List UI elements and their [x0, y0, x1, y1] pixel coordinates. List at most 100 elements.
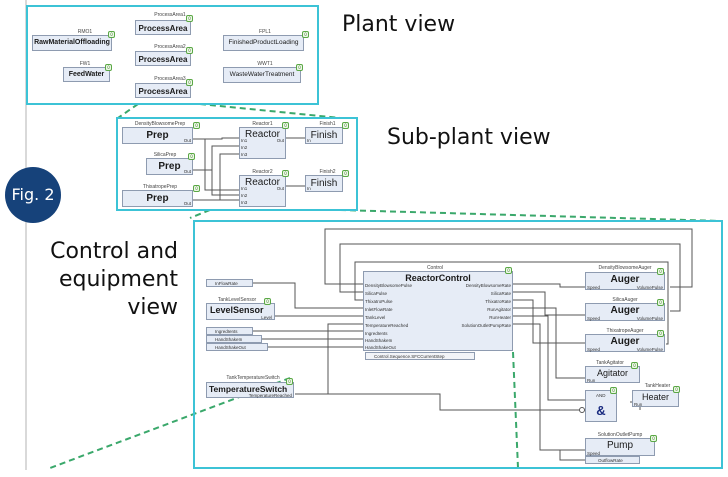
block-instance-label: SilicaPrep: [153, 152, 177, 158]
prep-block-thixatrope[interactable]: Prep Out: [122, 190, 193, 207]
callout-line: [189, 209, 211, 219]
sequence-step-tag[interactable]: Control.Sequence.SFCCurrentStep: [365, 352, 475, 360]
reactor-block-1[interactable]: Reactor In1 In2 In3 Out: [239, 127, 286, 159]
pump-outflow-tag[interactable]: OutflowRate: [585, 456, 640, 464]
level-sensor-block[interactable]: LevelSensor Level: [206, 303, 275, 320]
input-tag-handshakeout[interactable]: HandShakeOut: [206, 343, 268, 351]
block-instance-label: SolutionOutletPump: [597, 432, 643, 438]
block-badge: 0: [186, 47, 193, 54]
callout-line: [117, 103, 139, 119]
block-badge: 0: [657, 268, 664, 275]
auger-block-thixatrope[interactable]: Auger Speed VolumePulse: [585, 334, 665, 352]
control-view-panel: [193, 220, 723, 469]
wire: [354, 261, 669, 345]
prep-block-silica[interactable]: Prep Out: [146, 158, 193, 175]
block-badge: 0: [302, 31, 309, 38]
subplant-view-title: Sub-plant view: [387, 125, 551, 150]
control-view-title-line: view: [127, 295, 178, 320]
wire: [193, 153, 240, 201]
input-tag-inflowrate[interactable]: InFlowRate: [206, 279, 253, 287]
block-badge: 0: [657, 299, 664, 306]
block-instance-label: TankTemperatureSwitch: [226, 375, 280, 381]
block-instance-label: ProcessArea2: [154, 44, 186, 50]
block-badge: 0: [342, 122, 349, 129]
block-badge: 0: [282, 170, 289, 177]
finish-block-1[interactable]: Finish In: [305, 127, 343, 144]
block-badge: 0: [657, 330, 664, 337]
plant-block-process-area-1[interactable]: ProcessArea: [135, 20, 191, 35]
wire: [513, 323, 585, 451]
wire: [328, 393, 585, 411]
control-view-title-line: Control and: [50, 239, 178, 264]
block-badge: 0: [188, 153, 195, 160]
prep-block-density[interactable]: Prep Out: [122, 127, 193, 144]
block-instance-label: TankAgitator: [596, 360, 624, 366]
wire: [211, 170, 240, 196]
block-instance-label: RMO1: [77, 29, 93, 35]
plant-block-raw-material[interactable]: RawMaterialOffloading: [32, 35, 112, 51]
wire: [324, 228, 693, 288]
auger-block-silica[interactable]: Auger Speed VolumePulse: [585, 303, 665, 321]
plant-block-waste-water[interactable]: WasteWaterTreatment: [223, 67, 301, 83]
agitator-block[interactable]: Agitator Run: [585, 366, 640, 383]
block-badge: 0: [631, 362, 638, 369]
block-badge: 0: [282, 122, 289, 129]
plant-block-finished-product[interactable]: FinishedProductLoading: [223, 35, 304, 51]
left-margin-rule: [25, 0, 27, 470]
block-instance-label: DensityBlowsomePrep: [134, 121, 186, 127]
wire: [513, 307, 585, 379]
control-view-title: Control and equipment view: [20, 238, 178, 322]
wire: [193, 137, 240, 140]
wire: [193, 145, 240, 171]
block-instance-label: ThixatropePrep: [142, 184, 178, 190]
wire: [253, 282, 363, 309]
block-instance-label: DensityBlowsomeAuger: [598, 265, 652, 271]
block-badge: 0: [105, 64, 112, 71]
block-instance-label: TankLevelSensor: [217, 297, 257, 303]
plant-block-process-area-2[interactable]: ProcessArea: [135, 51, 191, 66]
block-instance-label: ThixatropeAuger: [606, 328, 644, 334]
block-badge: 0: [186, 79, 193, 86]
callout-line: [189, 102, 341, 119]
and-gate-block[interactable]: AND &: [585, 390, 617, 422]
plant-block-process-area-3[interactable]: ProcessArea: [135, 83, 191, 98]
block-instance-label: ProcessArea3: [154, 76, 186, 82]
block-badge: 0: [108, 31, 115, 38]
wire: [339, 243, 681, 312]
block-instance-label: Finish2: [319, 169, 336, 175]
wire: [513, 315, 585, 401]
block-badge: 0: [296, 64, 303, 71]
invert-bubble: [579, 407, 585, 413]
wire: [513, 299, 585, 344]
block-instance-label: WWT1: [257, 61, 273, 67]
temperature-switch-block[interactable]: TemperatureSwitch TemperatureReached: [206, 382, 294, 398]
input-tag-handshakein[interactable]: HandShakeIn: [206, 335, 262, 343]
control-view-title-line: equipment: [58, 267, 178, 292]
heater-block[interactable]: Heater Run: [632, 390, 679, 407]
callout-line: [339, 209, 723, 222]
block-instance-label: Finish1: [319, 121, 336, 127]
finish-block-2[interactable]: Finish In: [305, 175, 343, 192]
block-badge: 0: [264, 298, 271, 305]
auger-block-density[interactable]: Auger Speed VolumePulse: [585, 272, 665, 290]
reactor-block-2[interactable]: Reactor In1 In2 In3 Out: [239, 175, 286, 207]
wire: [513, 283, 585, 288]
block-instance-label: Reactor1: [252, 121, 273, 127]
wire: [295, 323, 363, 395]
plant-view-title: Plant view: [342, 12, 456, 37]
input-tag-ingredients[interactable]: IngredIents: [206, 327, 253, 335]
block-badge: 0: [186, 15, 193, 22]
wire: [513, 291, 585, 316]
subplant-view-panel: [116, 117, 358, 211]
block-instance-label: SilicaAuger: [612, 297, 638, 303]
block-instance-label: Reactor2: [252, 169, 273, 175]
pump-block[interactable]: Pump Speed: [585, 438, 655, 456]
plant-block-feedwater[interactable]: FeedWater: [63, 67, 110, 82]
block-instance-label: TankHeater: [644, 383, 671, 389]
figure-badge: Fig. 2: [5, 167, 61, 223]
reactor-control-block[interactable]: ReactorControl DensityBlowsomePulse Sili…: [363, 271, 513, 351]
wire: [559, 450, 585, 461]
block-instance-label: FPL1: [259, 29, 271, 35]
block-badge: 0: [650, 435, 657, 442]
